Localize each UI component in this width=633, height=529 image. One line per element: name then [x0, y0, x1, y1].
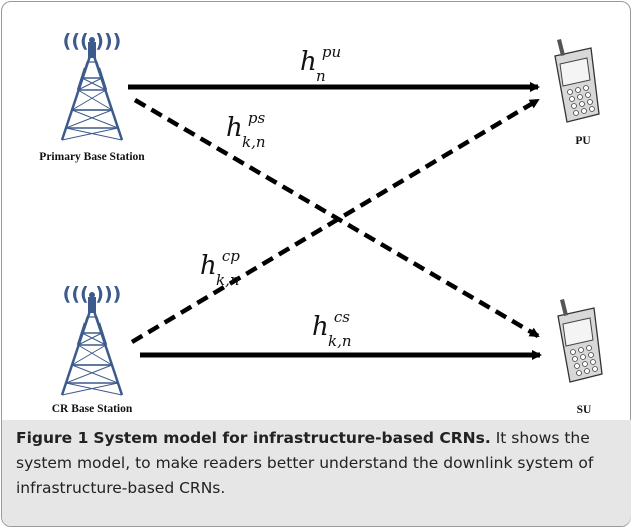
channel-label-pu: h pu n [300, 42, 346, 85]
link-cr-to-pu [130, 98, 540, 344]
caption-title: System model for infrastructure-based CR… [93, 429, 491, 447]
system-model-diagram: ((( ))) Primary Base Station ((( ))) CR … [39, 30, 603, 416]
caption-panel [2, 420, 631, 526]
cr-signal-icon: ((( ))) [63, 283, 122, 305]
su-phone-icon [557, 298, 603, 383]
channel-label-cp: h cp k,n [200, 246, 245, 289]
primary-signal-icon: ((( ))) [63, 30, 122, 52]
caption-label: Figure 1 [16, 429, 89, 447]
pu-label: PU [575, 135, 591, 147]
cr-base-station-tower-icon [60, 290, 124, 397]
su-label: SU [577, 404, 592, 416]
primary-base-station-tower-icon [60, 35, 124, 142]
pu-phone-icon [554, 38, 600, 123]
channel-label-cs: h cs k,n [312, 307, 355, 350]
caption-body: It shows the system model, to make reade… [16, 429, 594, 497]
cr-base-station-label: CR Base Station [52, 403, 133, 415]
channel-label-ps: h ps k,n [226, 108, 270, 151]
primary-base-station-label: Primary Base Station [39, 151, 145, 163]
figure-caption: Figure 1 System model for infrastructure… [16, 426, 616, 501]
